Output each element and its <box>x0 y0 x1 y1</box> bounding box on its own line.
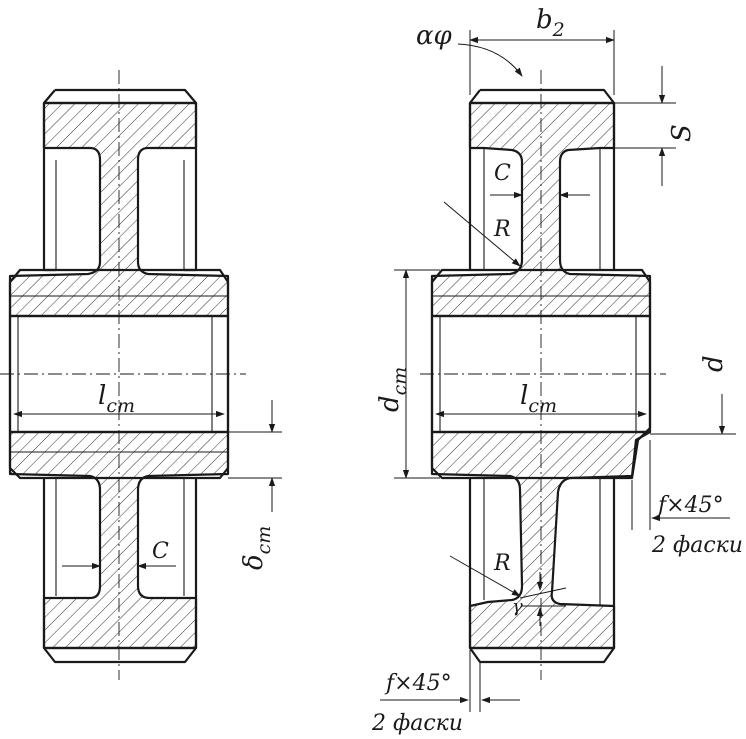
delta-cm-label: δcm <box>239 526 275 570</box>
left-l-cm-label: lcm <box>98 381 135 417</box>
left-c-label: C <box>152 539 169 564</box>
s-label: S <box>667 124 697 142</box>
d-cm-label: dcm <box>375 367 411 412</box>
left-gear-view: lcm C δcm <box>0 70 282 680</box>
r-lower-label: R <box>493 551 511 576</box>
b2-label: b2 <box>536 5 565 41</box>
r-upper-label: R <box>493 217 511 242</box>
right-l-cm-label: lcm <box>520 381 557 417</box>
alpha-phi-label: αφ <box>416 21 453 51</box>
chamfer-bottom-note: 2 фаски <box>371 711 463 736</box>
right-c-label: C <box>494 161 511 186</box>
chamfer-right-label: f×45° <box>656 493 724 518</box>
d-label: d <box>699 355 729 372</box>
chamfer-right-note: 2 фаски <box>651 533 743 558</box>
right-gear-view: αφ b2 S C R dcm lcm d <box>371 5 743 736</box>
gamma-label: γ <box>512 596 523 617</box>
chamfer-bottom-label: f×45° <box>384 671 452 696</box>
